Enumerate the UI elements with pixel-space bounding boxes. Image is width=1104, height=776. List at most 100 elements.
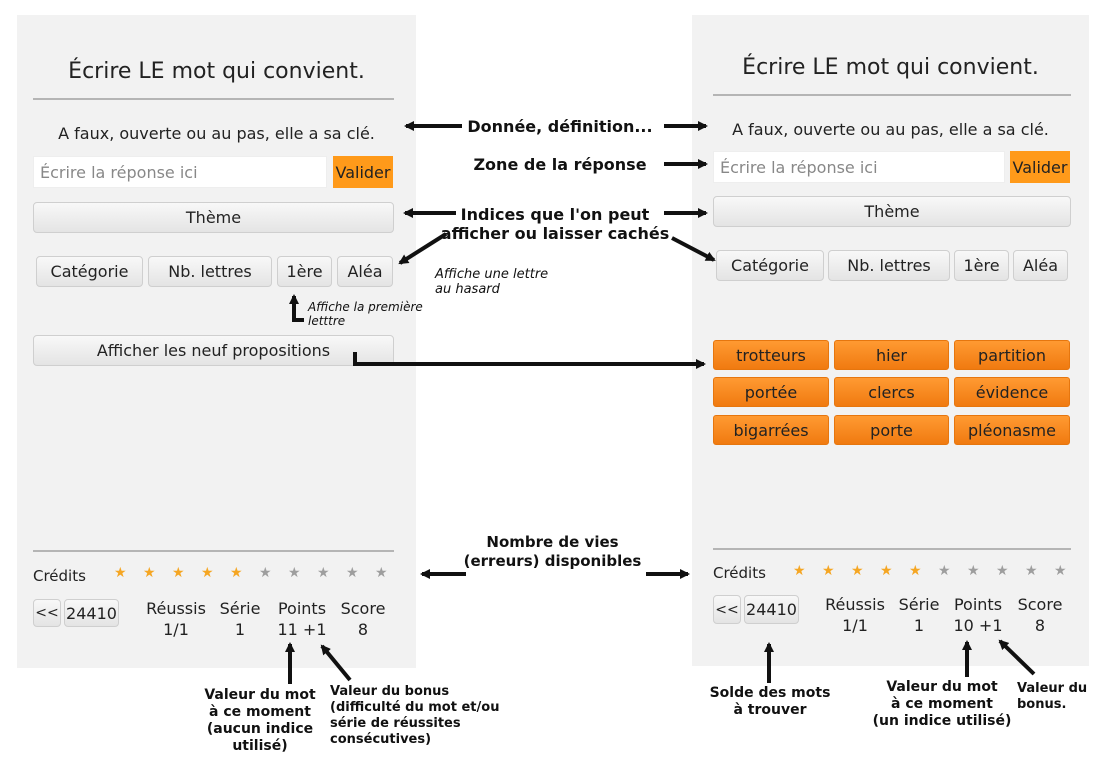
credits-label: Crédits bbox=[713, 564, 766, 582]
stat-success: Réussis 1/1 bbox=[143, 598, 209, 640]
arrow-hints-right bbox=[671, 236, 716, 262]
proposition-button[interactable]: bigarrées bbox=[713, 415, 829, 445]
stat-series-label: Série bbox=[219, 599, 261, 618]
annotation-word-balance: Solde des mots à trouver bbox=[690, 685, 850, 719]
stat-points: Points 10 +1 bbox=[948, 594, 1008, 636]
hint-first-letter-button[interactable]: 1ère bbox=[954, 250, 1009, 281]
hint-random-letter-button[interactable]: Aléa bbox=[1013, 250, 1068, 281]
stat-success-value: 1/1 bbox=[842, 616, 868, 635]
word-balance-badge: 24410 bbox=[744, 595, 799, 624]
stat-score-label: Score bbox=[340, 599, 386, 618]
annotation-bonus-right-line1: Valeur du bbox=[1017, 681, 1088, 696]
annotation-random-letter-line2: au hasard bbox=[435, 282, 500, 297]
stat-score: Score 8 bbox=[1014, 594, 1066, 636]
hint-random-letter-button[interactable]: Aléa bbox=[337, 256, 393, 287]
annotation-bonus-left-line3: série de réussites bbox=[330, 716, 461, 731]
star-empty-icon: ★ bbox=[967, 563, 980, 579]
annotation-word-balance-line2: à trouver bbox=[733, 702, 807, 718]
star-empty-icon: ★ bbox=[938, 563, 951, 579]
proposition-button[interactable]: clercs bbox=[834, 377, 949, 407]
footer-divider bbox=[713, 548, 1071, 550]
stat-points-label: Points bbox=[953, 595, 1003, 614]
annotation-answer-zone: Zone de la réponse bbox=[473, 155, 647, 174]
hint-letter-count-button[interactable]: Nb. lettres bbox=[828, 250, 950, 281]
star-empty-icon: ★ bbox=[996, 563, 1009, 579]
star-empty-icon: ★ bbox=[346, 565, 359, 581]
star-filled-icon: ★ bbox=[851, 563, 864, 579]
annotation-lives-line2: (erreurs) disponibles bbox=[463, 552, 642, 570]
question-text: A faux, ouverte ou au pas, elle a sa clé… bbox=[58, 124, 375, 143]
star-filled-icon: ★ bbox=[793, 563, 806, 579]
annotation-first-letter-line1: Affiche la première bbox=[308, 300, 423, 314]
star-empty-icon: ★ bbox=[317, 565, 330, 581]
star-filled-icon: ★ bbox=[172, 565, 185, 581]
annotation-word-value-left-line4: utilisé) bbox=[232, 738, 288, 754]
stat-success-value: 1/1 bbox=[163, 620, 189, 639]
annotation-bonus-right: Valeur du bonus. bbox=[1017, 681, 1101, 713]
hint-first-letter-button[interactable]: 1ère bbox=[277, 256, 332, 287]
title-divider bbox=[33, 98, 394, 100]
word-balance-badge: 24410 bbox=[64, 599, 119, 627]
proposition-button[interactable]: évidence bbox=[954, 377, 1070, 407]
hint-category-button[interactable]: Catégorie bbox=[36, 256, 143, 287]
show-propositions-button[interactable]: Afficher les neuf propositions bbox=[33, 335, 394, 366]
credits-label: Crédits bbox=[33, 567, 86, 585]
proposition-button[interactable]: pléonasme bbox=[954, 415, 1070, 445]
annotation-word-value-left-line3: (aucun indice bbox=[206, 721, 314, 737]
star-filled-icon: ★ bbox=[201, 565, 214, 581]
proposition-button[interactable]: trotteurs bbox=[713, 340, 829, 370]
annotation-word-value-left: Valeur du mot à ce moment (aucun indice … bbox=[195, 687, 325, 755]
star-filled-icon: ★ bbox=[114, 565, 127, 581]
annotation-hints-line2: afficher ou laisser cachés bbox=[440, 224, 670, 243]
stat-score-value: 8 bbox=[1034, 616, 1046, 635]
theme-button[interactable]: Thème bbox=[33, 202, 394, 233]
hint-letter-count-button[interactable]: Nb. lettres bbox=[148, 256, 272, 287]
stat-points-value: 10 +1 bbox=[953, 616, 1003, 635]
question-text: A faux, ouverte ou au pas, elle a sa clé… bbox=[732, 120, 1049, 139]
annotation-word-value-right: Valeur du mot à ce moment (un indice uti… bbox=[862, 679, 1022, 730]
arrow-bonus-right bbox=[998, 639, 1036, 676]
annotation-lives: Nombre de vies (erreurs) disponibles bbox=[445, 533, 660, 571]
arrow-show-propositions bbox=[353, 352, 706, 369]
stat-series-value: 1 bbox=[913, 616, 925, 635]
validate-button[interactable]: Valider bbox=[1010, 151, 1070, 183]
stat-score-label: Score bbox=[1017, 595, 1063, 614]
stat-score: Score 8 bbox=[337, 598, 389, 640]
annotation-bonus-left-line4: consécutives) bbox=[330, 732, 432, 747]
stat-series: Série 1 bbox=[892, 594, 946, 636]
proposition-button[interactable]: portée bbox=[713, 377, 829, 407]
left-app-panel: Écrire LE mot qui convient. A faux, ouve… bbox=[17, 15, 416, 668]
stat-points: Points 11 +1 bbox=[272, 598, 332, 640]
star-empty-icon: ★ bbox=[259, 565, 272, 581]
annotation-lives-line1: Nombre de vies bbox=[486, 533, 619, 551]
annotation-random-letter: Affiche une lettre au hasard bbox=[435, 267, 575, 297]
star-empty-icon: ★ bbox=[1025, 563, 1038, 579]
page-title: Écrire LE mot qui convient. bbox=[742, 55, 1039, 80]
stat-series: Série 1 bbox=[213, 598, 267, 640]
annotation-word-value-right-line3: (un indice utilisé) bbox=[872, 713, 1012, 729]
arrow-bonus-left bbox=[320, 644, 352, 682]
back-button[interactable]: << bbox=[713, 595, 741, 624]
annotation-random-letter-line1: Affiche une lettre bbox=[435, 267, 549, 282]
star-filled-icon: ★ bbox=[880, 563, 893, 579]
answer-input[interactable]: Écrire la réponse ici bbox=[33, 156, 327, 188]
annotation-word-value-right-line2: à ce moment bbox=[891, 696, 993, 712]
proposition-button[interactable]: porte bbox=[834, 415, 949, 445]
title-divider bbox=[713, 94, 1071, 96]
arrow-first-letter bbox=[289, 294, 304, 322]
stat-success-label: Réussis bbox=[825, 595, 885, 614]
proposition-button[interactable]: partition bbox=[954, 340, 1070, 370]
hint-category-button[interactable]: Catégorie bbox=[716, 250, 824, 281]
proposition-button[interactable]: hier bbox=[834, 340, 949, 370]
star-filled-icon: ★ bbox=[909, 563, 922, 579]
annotation-bonus-left-line2: (difficulté du mot et/ou bbox=[330, 700, 500, 715]
annotation-word-value-left-line1: Valeur du mot bbox=[204, 687, 316, 703]
answer-input[interactable]: Écrire la réponse ici bbox=[713, 151, 1005, 183]
back-button[interactable]: << bbox=[33, 599, 61, 627]
annotation-first-letter-line2: letttre bbox=[308, 314, 346, 328]
validate-button[interactable]: Valider bbox=[333, 156, 393, 188]
annotation-hints: Indices que l'on peut afficher ou laisse… bbox=[430, 205, 680, 243]
theme-button[interactable]: Thème bbox=[713, 196, 1071, 227]
page-title: Écrire LE mot qui convient. bbox=[68, 59, 365, 84]
